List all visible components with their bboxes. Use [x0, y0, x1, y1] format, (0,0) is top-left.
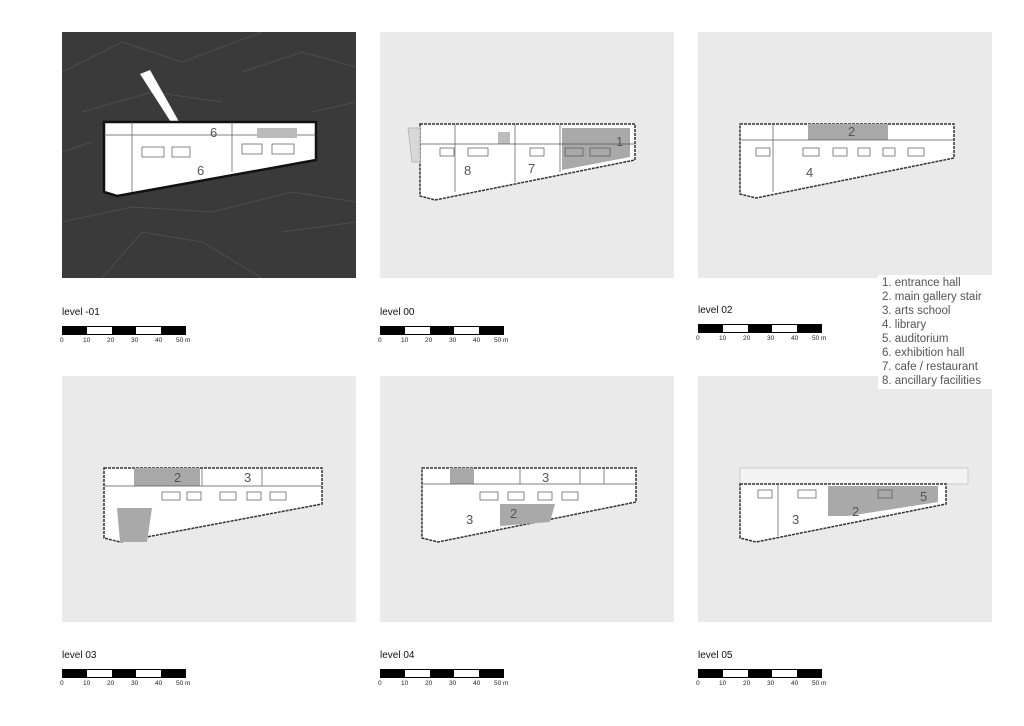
- legend-item: 2. main gallery stair: [882, 291, 982, 303]
- room-number: 2: [510, 506, 517, 521]
- floor-plan-drawing: 3 2 5: [739, 467, 969, 543]
- room-number: 3: [542, 470, 549, 485]
- legend-item: 6. exhibition hall: [882, 347, 965, 359]
- scale-tick: 40: [155, 337, 163, 344]
- scale-tick: 30: [449, 337, 457, 344]
- floor-plan-level-05: 3 2 5: [698, 376, 992, 622]
- scale-bar: 0 10 20 30 40 50 m: [696, 669, 833, 689]
- room-number: 6: [210, 125, 217, 140]
- legend-item: 8. ancillary facilities: [882, 375, 982, 387]
- scale-tick: 10: [83, 680, 91, 687]
- scale-tick: 20: [425, 337, 433, 344]
- scale-tick: 50 m: [176, 337, 191, 344]
- scale-tick: 20: [107, 337, 115, 344]
- scale-tick: 10: [83, 337, 91, 344]
- level-label: level 05: [698, 650, 733, 661]
- room-number: 5: [920, 489, 927, 504]
- floor-plan-drawing: 2 3: [103, 467, 323, 543]
- legend-item: 7. cafe / restaurant: [882, 361, 978, 373]
- legend-item: 3. arts school: [882, 305, 951, 317]
- scale-tick: 10: [401, 680, 409, 687]
- floor-plan-drawing: 3 3 2: [421, 467, 637, 543]
- scale-tick: 0: [696, 335, 700, 342]
- room-number: 3: [466, 512, 473, 527]
- level-label: level 04: [380, 650, 415, 661]
- scale-tick: 10: [719, 335, 727, 342]
- scale-tick: 20: [107, 680, 115, 687]
- room-number: 1: [616, 134, 623, 149]
- scale-tick: 50 m: [176, 680, 191, 687]
- scale-bar: 0 10 20 30 40 50 m: [378, 669, 515, 689]
- scale-tick: 40: [791, 680, 799, 687]
- scale-tick: 30: [767, 335, 775, 342]
- room-number: 6: [197, 163, 204, 178]
- room-number: 4: [806, 165, 813, 180]
- scale-tick: 0: [378, 680, 382, 687]
- scale-bar: 0 10 20 30 40 50 m: [696, 324, 833, 344]
- scale-tick: 20: [743, 335, 751, 342]
- scale-tick: 50 m: [494, 680, 509, 687]
- level-label: level -01: [62, 307, 100, 318]
- floor-plan-level-00: 1 8 7: [380, 32, 674, 278]
- scale-tick: 30: [131, 337, 139, 344]
- scale-tick: 50 m: [494, 337, 509, 344]
- floor-plan-level-04: 3 3 2: [380, 376, 674, 622]
- scale-tick: 40: [791, 335, 799, 342]
- level-label: level 02: [698, 305, 733, 316]
- scale-tick: 50 m: [812, 335, 827, 342]
- floor-plan-drawing: 1 8 7: [407, 123, 636, 201]
- floor-plan-drawing: 6 6: [62, 32, 356, 278]
- scale-bar: 0 10 20 30 40 50 m: [60, 326, 197, 346]
- scale-tick: 0: [378, 337, 382, 344]
- floor-plan-level-minus-01: 6 6: [62, 32, 356, 278]
- level-label: level 03: [62, 650, 97, 661]
- scale-tick: 10: [401, 337, 409, 344]
- floor-plan-level-03: 2 3: [62, 376, 356, 622]
- scale-tick: 40: [473, 680, 481, 687]
- scale-tick: 30: [449, 680, 457, 687]
- floor-plan-level-02: 2 4: [698, 32, 992, 278]
- room-number: 7: [528, 161, 535, 176]
- room-number: 2: [174, 470, 181, 485]
- scale-tick: 50 m: [812, 680, 827, 687]
- scale-tick: 20: [425, 680, 433, 687]
- room-number: 3: [244, 470, 251, 485]
- scale-tick: 10: [719, 680, 727, 687]
- scale-bar: 0 10 20 30 40 50 m: [60, 669, 197, 689]
- scale-tick: 40: [473, 337, 481, 344]
- scale-bar: 0 10 20 30 40 50 m: [378, 326, 515, 346]
- level-label: level 00: [380, 307, 415, 318]
- scale-tick: 30: [767, 680, 775, 687]
- scale-tick: 30: [131, 680, 139, 687]
- legend-item: 1. entrance hall: [882, 277, 961, 289]
- room-number: 2: [852, 504, 859, 519]
- scale-tick: 0: [60, 680, 64, 687]
- scale-tick: 40: [155, 680, 163, 687]
- scale-tick: 0: [60, 337, 64, 344]
- room-number: 2: [848, 124, 855, 139]
- room-number: 8: [464, 163, 471, 178]
- room-number: 3: [792, 512, 799, 527]
- floor-plan-drawing: 2 4: [739, 123, 955, 199]
- legend-item: 5. auditorium: [882, 333, 949, 345]
- scale-tick: 20: [743, 680, 751, 687]
- legend-item: 4. library: [882, 319, 927, 331]
- scale-tick: 0: [696, 680, 700, 687]
- room-legend: 1. entrance hall 2. main gallery stair 3…: [878, 275, 1000, 389]
